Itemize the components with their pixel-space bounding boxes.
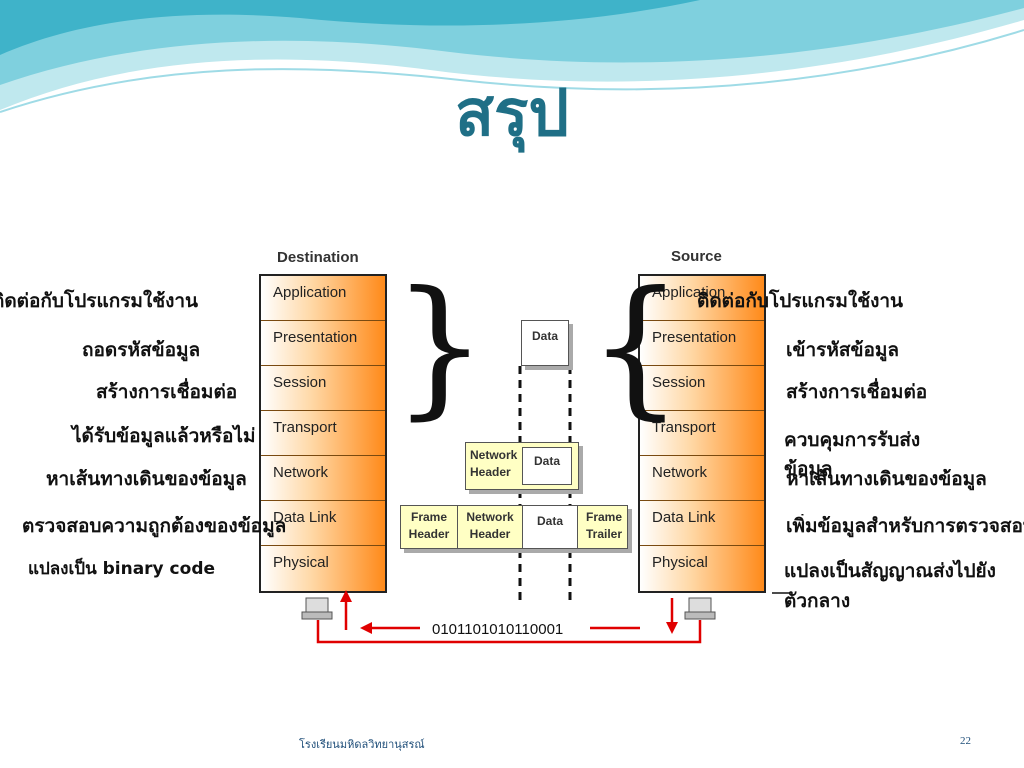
dest-layer-physical: Physical [273,554,329,571]
right-label-session: สร้างการเชื่อมต่อ [786,381,928,403]
source-osi-stack: Application Presentation Session Transpo… [638,274,766,593]
left-label-network: หาเส้นทางเดินของข้อมูล [46,468,247,490]
right-label-application: ติดต่อกับโปรแกรมใช้งาน [697,290,904,312]
left-label-session: สร้างการเชื่อมต่อ [96,381,238,403]
dest-layer-session: Session [261,366,385,411]
src-layer-physical: Physical [652,554,708,571]
right-label-transport: ควบคุมการรับส่งข้อมูล [784,429,921,480]
destination-computer-icon [301,597,333,620]
left-label-data-link: ตรวจสอบความถูกต้องของข้อมูล [22,515,287,537]
slide-title: สรุป [454,77,570,151]
network-header-label: Network Header [470,448,518,479]
src-layer-transport: Transport [640,411,764,456]
destination-label: Destination [277,249,359,266]
dest-layer-data-link: Data Link [261,501,385,546]
src-layer-session: Session [640,366,764,411]
destination-osi-stack: Application Presentation Session Transpo… [259,274,387,593]
right-label-network: หาเส้นทางเดินของข้อมูล [786,468,987,490]
network-packet: Network Header Data [465,442,579,490]
left-label-presentation: ถอดรหัสข้อมูล [82,339,201,361]
source-computer-icon [684,597,716,620]
src-layer-presentation: Presentation [640,321,764,366]
src-layer-network: Network [640,456,764,501]
network-data-label: Data [522,447,572,485]
bitstream-text: 0101101010110001 [432,621,564,638]
right-label-presentation: เข้ารหัสข้อมูล [786,339,900,361]
dest-layer-application: Application [261,276,385,321]
dest-layer-presentation: Presentation [261,321,385,366]
right-brace-icon: } [392,260,488,434]
left-label-physical: แปลงเป็น binary code [28,559,216,579]
frame-packet: Frame Header Network Header Data Frame T… [400,505,628,549]
left-label-transport: ได้รับข้อมูลแล้วหรือไม่ [72,425,256,447]
footer-school-name: โรงเรียนมหิดลวิทยานุสรณ์ [299,739,425,751]
right-label-data-link: เพิ่มข้อมูลสำหรับการตรวจสอบ [786,515,1024,537]
left-brace-icon: { [588,260,684,434]
left-label-application: ติดต่อกับโปรแกรมใช้งาน [0,290,199,312]
dest-layer-network: Network [261,456,385,501]
frame-header-label: Frame Header [408,510,450,541]
frame-trailer-label: Frame Trailer [585,510,623,541]
frame-data-label: Data [522,506,578,548]
header-wave-decoration [0,0,1024,113]
page-number: 22 [960,735,971,747]
source-label: Source [671,248,722,265]
data-box-top: Data [521,320,569,366]
dest-layer-transport: Transport [261,411,385,456]
frame-network-header-label: Network Header [466,510,514,541]
right-label-physical: แปลงเป็นสัญญาณส่งไปยังตัวกลาง [784,560,996,612]
src-layer-application: Application [640,276,764,321]
src-layer-data-link: Data Link [640,501,764,546]
